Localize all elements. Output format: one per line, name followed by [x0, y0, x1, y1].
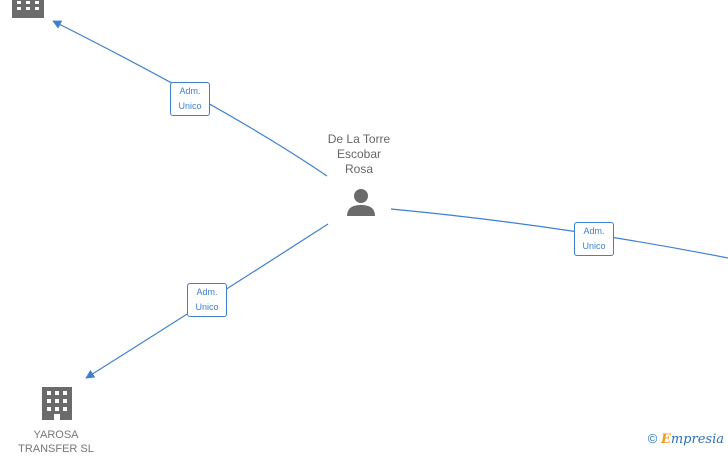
company-name-line: YAROSA: [33, 429, 79, 441]
empresia-logo-initial: E: [660, 432, 671, 447]
relation-label[interactable]: Adm. Unico: [574, 222, 614, 256]
person-name-line: De La Torre: [327, 132, 391, 146]
company-name-line: TRANSFER SL: [18, 443, 94, 455]
relation-role-line: Unico: [582, 241, 606, 251]
relation-role-line: Unico: [178, 101, 202, 111]
company-name-yarosa-transfer[interactable]: YAROSA TRANSFER SL: [6, 428, 106, 456]
empresia-logo-text: mpresia: [670, 432, 724, 447]
relation-label[interactable]: Adm. Unico: [187, 283, 227, 317]
empresia-watermark: © Empresia: [648, 431, 724, 447]
person-name-line: Rosa: [344, 162, 373, 176]
building-icon[interactable]: [12, 0, 44, 18]
relation-role-line: Adm.: [583, 226, 605, 236]
relation-role-line: Adm.: [196, 287, 218, 297]
edge-to-right-company[interactable]: [390, 208, 728, 259]
relation-role-line: Adm.: [179, 86, 201, 96]
relation-role-line: Unico: [195, 302, 219, 312]
person-name[interactable]: De La Torre Escobar Rosa: [309, 132, 409, 177]
person-icon[interactable]: [347, 189, 375, 216]
edge-to-top-left-company[interactable]: [52, 20, 328, 177]
building-icon[interactable]: [42, 387, 72, 420]
person-name-line: Escobar: [336, 147, 382, 161]
empresia-logo: Empresia: [661, 432, 724, 447]
copyright-symbol: ©: [647, 431, 658, 446]
relation-label[interactable]: Adm. Unico: [170, 82, 210, 116]
